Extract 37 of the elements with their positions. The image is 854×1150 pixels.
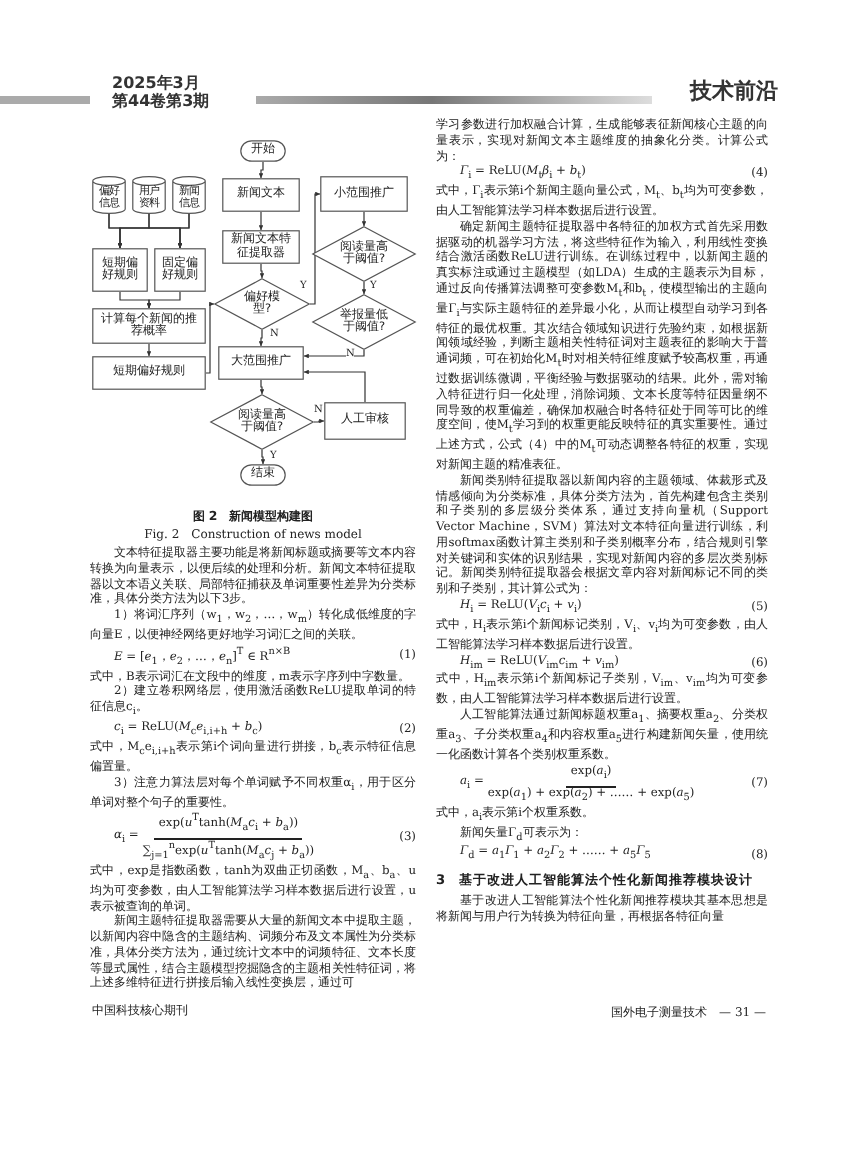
flow-arrow [303,349,365,359]
flow-arrow [361,211,367,227]
process-box [218,346,304,380]
flow-arrow [146,291,181,309]
section-title: 技术前沿 [690,80,778,104]
process-box [324,402,406,440]
flow-arrow [313,418,325,424]
flow-arrow [259,379,265,395]
flow-arrow [258,161,264,179]
flow-arrow [309,191,321,305]
flow-arrow [258,329,264,347]
flow-arrow [177,213,190,249]
decision-diamond [312,226,416,282]
process-box [320,176,408,212]
database-cylinder [92,176,126,214]
terminal-shape [240,464,286,486]
decision-diamond [210,394,314,450]
database-cylinder [172,176,206,214]
flow-arrow [258,211,264,231]
database-cylinder [132,176,166,214]
decision-diamond [214,278,310,330]
flow-arrow [259,263,265,279]
process-box [154,248,206,292]
terminal-shape [240,140,286,162]
flow-arrow [361,281,367,295]
flow-arrow [260,449,266,465]
flow-arrow [303,369,366,403]
process-box [222,178,300,212]
issue-info: 第44卷第3期 [112,92,210,110]
process-box [92,248,148,292]
decision-diamond [312,294,416,350]
process-box [92,308,206,344]
process-box [222,230,300,264]
process-box [92,356,206,390]
flow-arrow [146,343,152,357]
flow-arrow [205,301,215,374]
issue-info: 2025年3月 [112,74,200,92]
